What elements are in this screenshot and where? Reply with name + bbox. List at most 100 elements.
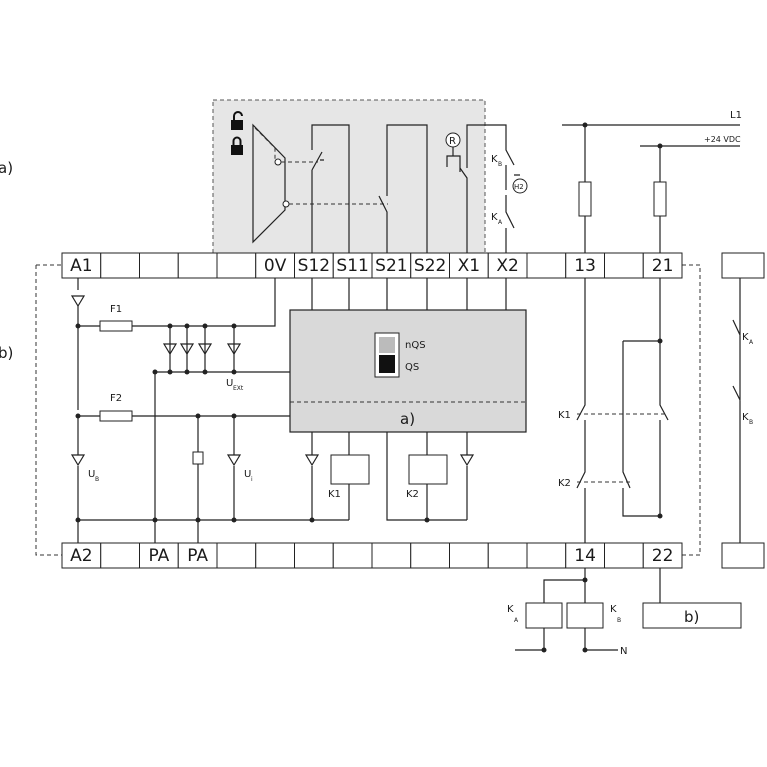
external-box-b [642,602,742,629]
bottom-terminal [332,542,373,569]
selector-knob [379,355,395,373]
f2-label: F2 [110,393,122,404]
k2-contact-label: K2 [558,478,571,489]
module-inputs [311,278,507,310]
l1-label: L1 [730,110,742,121]
ui-label: U [244,469,251,480]
qs-label: QS [405,362,419,373]
ka-top-sub: A [498,219,503,226]
right-kb-label: K [742,412,749,423]
device-boundary [35,264,701,556]
terminal-strip-bottom: A2 PA PA 14 22 [61,542,683,569]
side-label-b: b) [0,344,13,362]
reset-contact [459,124,507,258]
varistor [192,451,204,465]
right-kb-sub: B [749,419,753,426]
bottom-terminal [526,542,567,569]
right-contacts [732,278,741,543]
bottom-terminal [139,542,179,569]
bottom-ka-sub: A [514,617,519,624]
relay-k2 [408,454,448,485]
bottom-terminal [487,542,528,569]
top-terminal-label: 13 [574,256,596,276]
top-terminal-label: S12 [298,256,330,276]
bottom-kb-sub: B [617,617,621,624]
load-wiring [515,568,618,651]
neutral-label: N [620,646,627,657]
fuse-13 [578,181,592,217]
led-ub [70,454,86,467]
top-terminal-label: S11 [336,256,368,276]
top-terminal [604,252,644,279]
diode-bank [154,326,290,543]
external-box-bottom [721,542,765,569]
kb-top-sub: B [498,161,502,168]
vdc-label: +24 VDC [704,135,741,144]
box-b-label: b) [684,608,699,626]
uext-label: U [226,378,233,389]
ub-sub: B [95,476,99,483]
actuator-shape [252,123,286,244]
top-terminal-label: A1 [70,256,92,276]
bottom-terminal-label: A2 [70,546,92,566]
bottom-terminal [410,542,450,569]
feedback-contacts [505,145,520,258]
relay-k1 [330,454,370,485]
k2-coil-label: K2 [406,489,419,500]
load-relay-ka [525,602,563,629]
bottom-terminal [371,542,412,569]
bottom-ka-label: K [507,604,514,615]
bottom-terminal [294,542,334,569]
kb-top-label: K [491,154,498,165]
fuse-f1 [99,320,133,332]
bottom-terminal [642,542,683,569]
load-relay-kb [566,602,604,629]
bottom-terminal [604,542,644,569]
lock-icon [231,136,243,155]
top-terminal [100,252,140,279]
right-ka-label: K [742,332,749,343]
ka-top-label: K [491,212,498,223]
ui-sub: i [251,476,253,483]
top-terminal [371,252,412,279]
nqs-label: nQS [405,340,426,351]
top-terminal-label: X1 [458,256,480,276]
bottom-bus [78,466,349,521]
top-terminal [216,252,257,279]
right-ka-sub: A [749,339,754,346]
top-terminal [487,252,528,279]
led-ui [226,454,242,467]
top-terminal [449,252,489,279]
top-terminal [177,252,218,279]
bottom-terminal-label: PA [187,546,208,566]
top-terminal-label: X2 [496,256,518,276]
bottom-terminal [449,542,489,569]
bottom-terminal-label: PA [148,546,169,566]
top-terminal [642,252,683,279]
selector-slot [379,337,395,353]
top-terminal-label: S21 [375,256,407,276]
control-module [289,309,527,433]
fuse-f2 [99,410,133,422]
top-terminal-label: S22 [414,256,446,276]
bottom-terminal [100,542,140,569]
actuator-pivot-top [274,158,282,166]
bottom-terminal-label: 14 [574,546,596,566]
diode-a1 [70,295,86,308]
actuator-pivot-bottom [282,200,290,208]
external-box-top [721,252,765,279]
uext-sub: EXt [233,385,244,392]
f1-label: F1 [110,304,122,315]
bottom-terminal-label: 22 [652,546,674,566]
top-terminal [410,252,450,279]
bottom-terminal [216,542,257,569]
ub-label: U [88,469,95,480]
top-terminal-label: 0V [264,256,287,276]
top-terminal [526,252,567,279]
contact-13-14 [576,278,586,543]
top-terminal [332,252,373,279]
led-k2 [459,454,475,467]
